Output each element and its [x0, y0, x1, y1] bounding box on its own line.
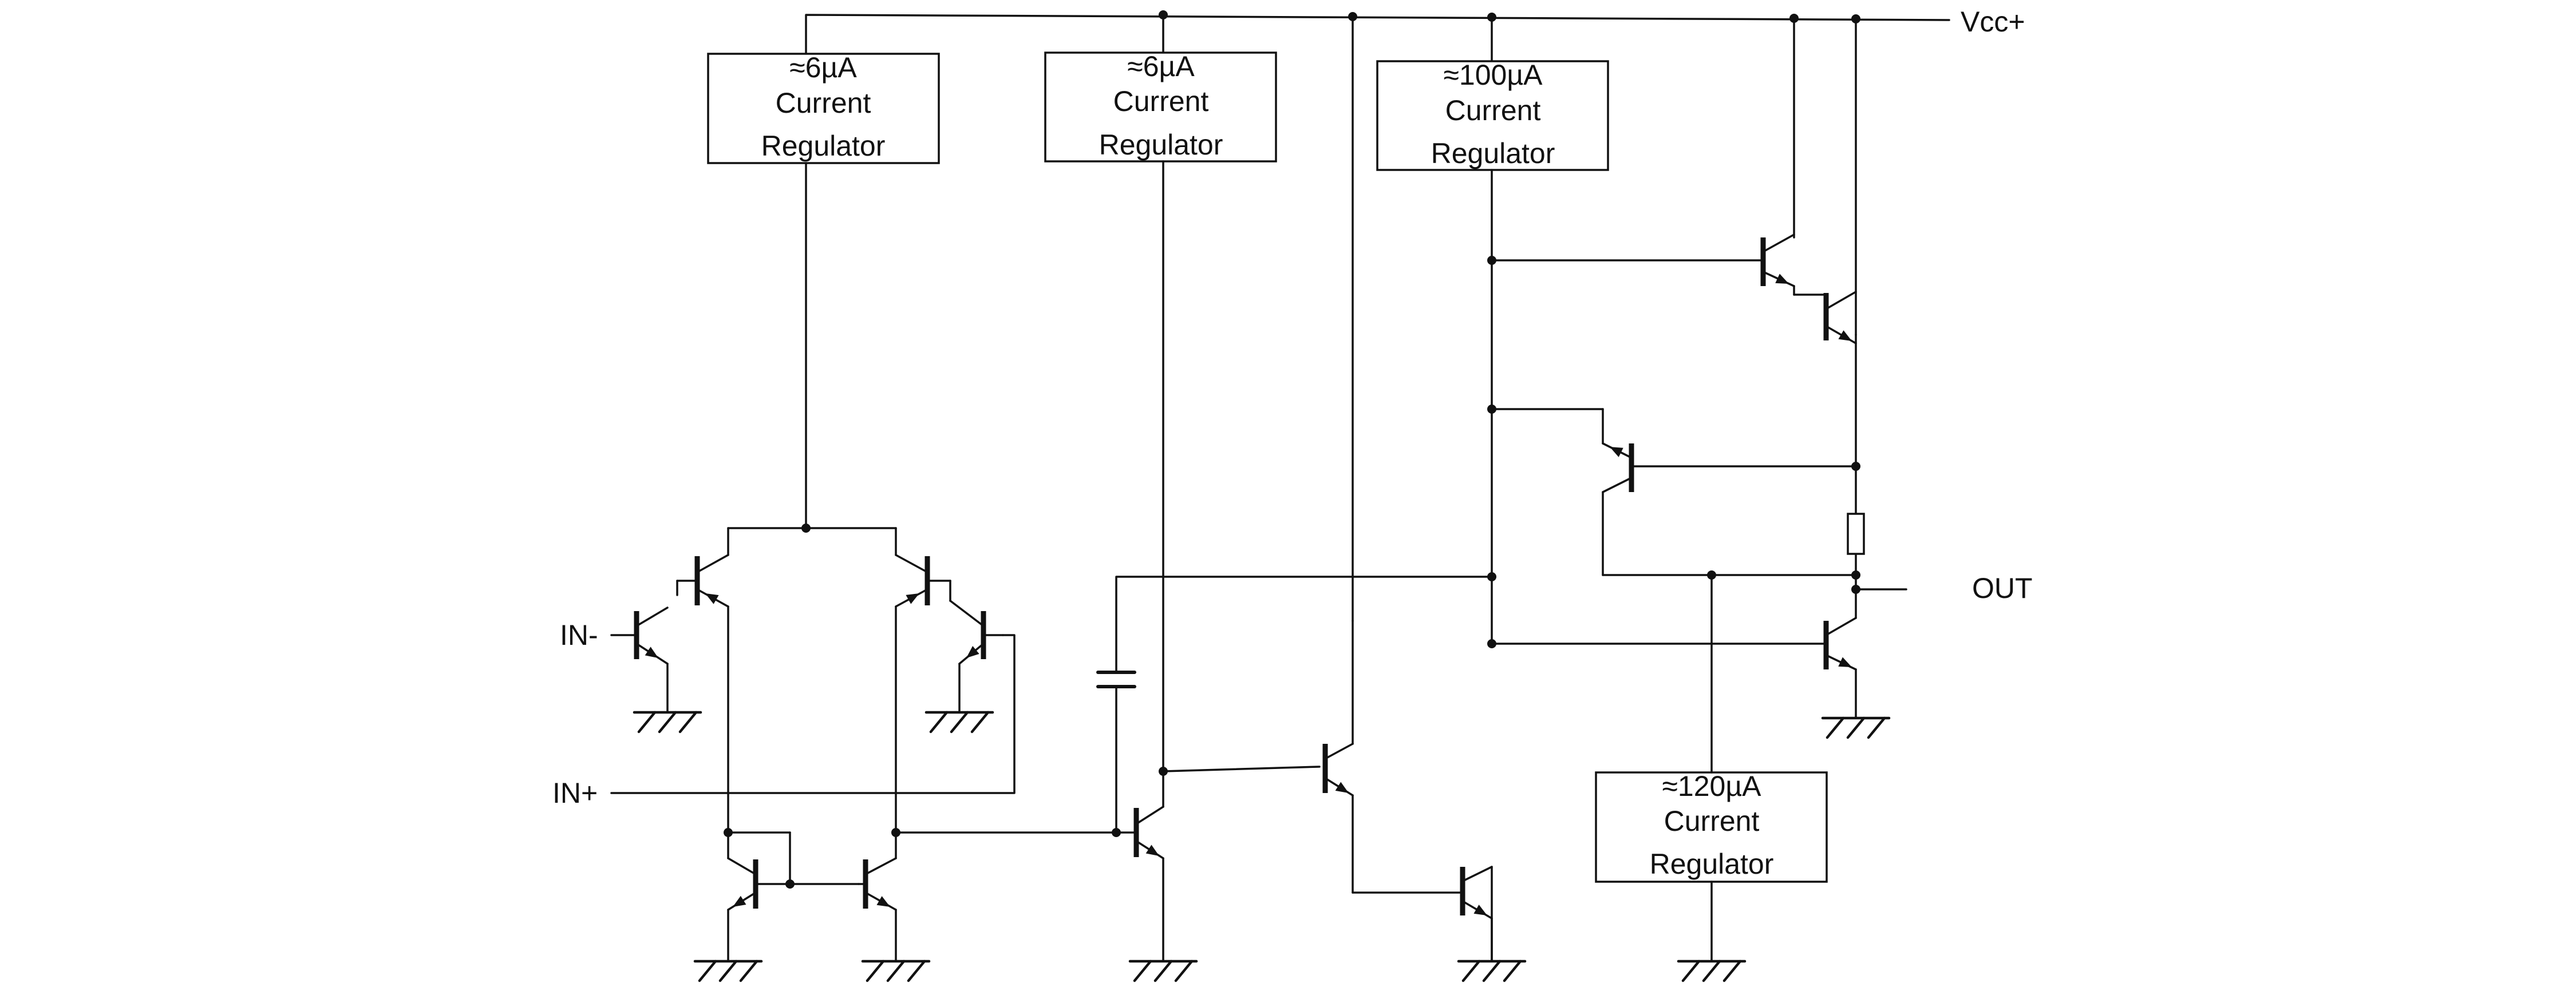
emitter-arrow-icon	[966, 646, 979, 658]
regulator-4-line1: Current	[1664, 805, 1760, 837]
regulator-2-current: ≈6µA	[1127, 50, 1195, 82]
current-regulator-2: ≈6µA Current Regulator	[1044, 50, 1277, 162]
emitter-arrow-icon	[705, 593, 719, 604]
regulator-1-current: ≈6µA	[789, 51, 857, 84]
regulator-3-line2: Regulator	[1431, 137, 1555, 169]
emitter-arrows	[645, 273, 1852, 915]
transistor-q6	[858, 857, 897, 911]
current-regulator-4: ≈120µA Current Regulator	[1595, 770, 1828, 883]
emitter-arrow-icon	[1145, 845, 1159, 856]
emitter-arrow-icon	[906, 593, 919, 604]
regulator-1-line1: Current	[776, 87, 871, 119]
regulator-2-line2: Regulator	[1099, 129, 1223, 161]
emitter-arrow-icon	[876, 896, 890, 907]
emitter-arrow-icon	[1473, 905, 1487, 915]
vcc-rail	[805, 10, 1950, 622]
emitter-arrow-icon	[1610, 447, 1623, 457]
emitter-arrow-icon	[645, 647, 658, 658]
regulator-4-line2: Regulator	[1650, 848, 1774, 880]
regulator-1-line2: Regulator	[761, 130, 886, 162]
current-regulator-3: ≈100µA Current Regulator	[1376, 59, 1609, 171]
ground-icon	[924, 711, 994, 734]
ground-icon	[861, 960, 931, 982]
ground-icon	[1677, 960, 1747, 982]
output-stage-wiring	[1487, 169, 1907, 962]
regulator-4-current: ≈120µA	[1662, 770, 1761, 802]
ground-icon	[1821, 716, 1891, 739]
inverting-input-label: IN-	[560, 619, 598, 651]
regulator-3-line1: Current	[1445, 94, 1541, 126]
input-stage-wiring	[610, 162, 1117, 962]
non-inverting-input-label: IN+	[552, 777, 598, 809]
output-label: OUT	[1972, 572, 2033, 604]
resistor	[1847, 513, 1865, 555]
emitter-arrow-icon	[1775, 273, 1789, 284]
emitter-arrow-icon	[1838, 330, 1852, 341]
ground-icon	[1128, 960, 1198, 982]
ground-icon	[693, 960, 763, 982]
ground-icon	[633, 711, 702, 734]
gain-stage-wiring	[1096, 160, 1496, 962]
ground-symbols	[633, 711, 1891, 982]
emitter-arrow-icon	[1335, 782, 1349, 793]
regulator-3-current: ≈100µA	[1443, 59, 1543, 91]
current-regulator-1: ≈6µA Current Regulator	[707, 51, 940, 164]
ground-icon	[1457, 960, 1527, 982]
vcc-label: Vcc+	[1961, 6, 2025, 38]
emitter-arrow-icon	[1838, 657, 1852, 667]
regulator-2-line1: Current	[1113, 85, 1209, 117]
emitter-arrow-icon	[733, 895, 746, 907]
